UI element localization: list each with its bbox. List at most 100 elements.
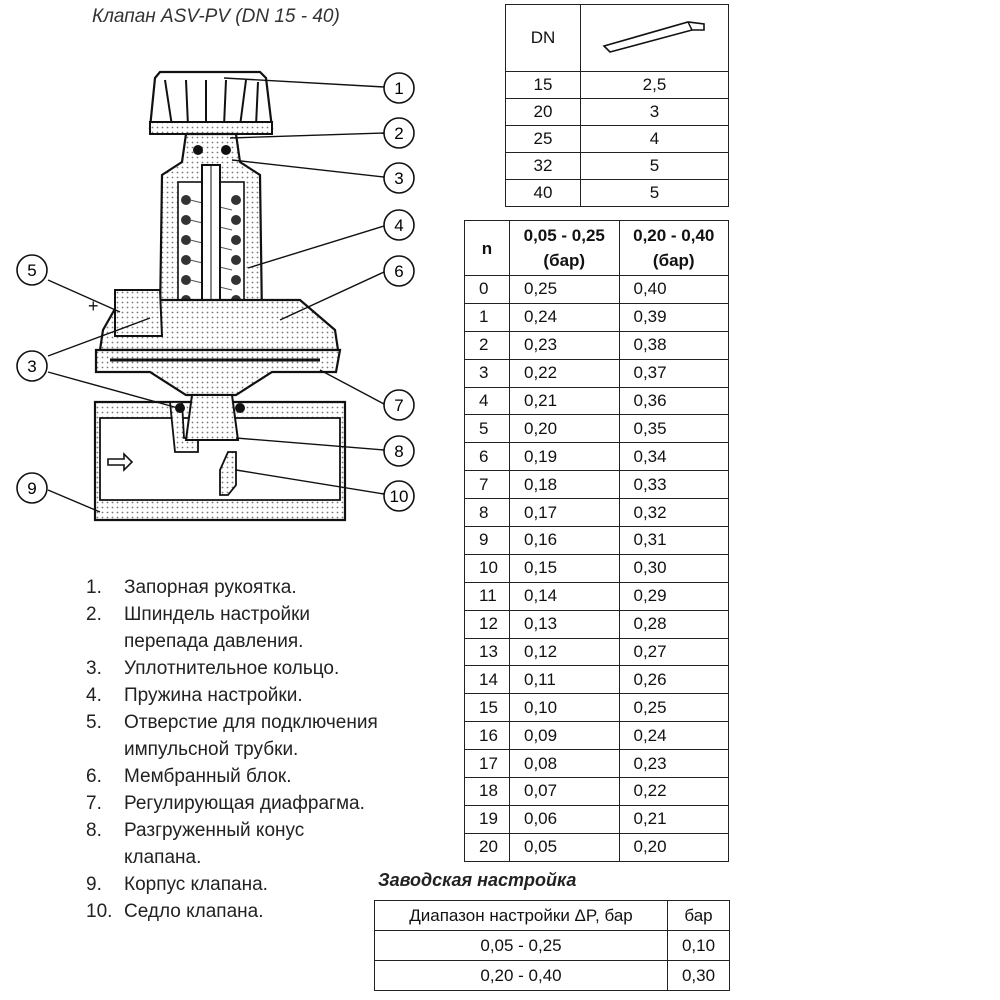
legend-text: Седло клапана. [124, 901, 264, 922]
range2-value: 0,25 [618, 693, 729, 723]
range1-column-header: 0,05 - 0,25 (бар) [509, 220, 620, 276]
legend-text: Корпус клапана. [124, 874, 268, 895]
range1-value: 0,14 [509, 581, 620, 611]
legend-text: Регулирующая диафрагма. [124, 793, 365, 814]
range1-value: 0,17 [509, 498, 620, 528]
legend-number: 5. [86, 712, 102, 733]
range2-value: 0,29 [618, 581, 729, 611]
range2-column-header: 0,20 - 0,40 (бар) [618, 220, 729, 276]
factory-range-value: 0,05 - 0,25 [374, 930, 668, 961]
range2-value: 0,31 [618, 526, 729, 555]
key-size-value: 5 [580, 152, 729, 180]
range1-value: 0,11 [509, 665, 620, 695]
range2-value: 0,39 [618, 302, 729, 332]
n-value: 2 [464, 330, 510, 360]
legend-item: 4.Пружина настройки. [86, 682, 378, 709]
range2-value: 0,40 [618, 275, 729, 304]
range2-value: 0,37 [618, 358, 729, 388]
legend-item: 3.Уплотнительное кольцо. [86, 655, 378, 682]
n-value: 15 [464, 693, 510, 723]
legend-item: 5. Отверстие для подключения импульсной т… [86, 709, 378, 763]
callout-1: 1 [383, 72, 415, 104]
range1-value: 0,07 [509, 777, 620, 806]
factory-range-value: 0,20 - 0,40 [374, 960, 668, 991]
n-value: 3 [464, 358, 510, 388]
callout-8: 8 [383, 435, 415, 467]
legend-text: Мембранный блок. [124, 766, 292, 787]
plus-sign: + [88, 296, 99, 316]
hex-key-icon [580, 4, 729, 72]
range2-value: 0,22 [618, 777, 729, 806]
callout-6: 6 [383, 255, 415, 287]
legend-item: 2.Шпиндель настройки перепада давления. [86, 601, 378, 655]
svg-text:3: 3 [394, 169, 403, 188]
legend-item: 8. Разгруженный конус клапана. [86, 817, 378, 871]
legend-text: Отверстие для подключения импульсной тру… [124, 712, 378, 760]
legend-number: 8. [86, 820, 102, 841]
range2-value: 0,23 [618, 749, 729, 779]
svg-text:2: 2 [394, 124, 403, 143]
factory-range-header: Диапазон настройки ΔP, бар [374, 900, 668, 931]
factory-value-header: бар [667, 900, 730, 931]
legend-text: Пружина настройки. [124, 685, 303, 706]
svg-text:1: 1 [394, 79, 403, 98]
flow-arrow-icon [107, 452, 134, 472]
callout-3-left: 3 [16, 350, 48, 382]
key-size-value: 4 [580, 125, 729, 153]
factory-setting-value: 0,30 [667, 960, 730, 991]
dn-value: 32 [505, 152, 581, 180]
n-value: 7 [464, 470, 510, 500]
n-value: 0 [464, 275, 510, 304]
callout-5: 5 [16, 254, 48, 286]
dn-value: 40 [505, 179, 581, 207]
svg-text:6: 6 [394, 262, 403, 281]
range2-value: 0,26 [618, 665, 729, 695]
range1-value: 0,15 [509, 553, 620, 583]
key-size-value: 2,5 [580, 71, 729, 99]
range2-value: 0,28 [618, 609, 729, 639]
range1-value: 0,24 [509, 302, 620, 332]
factory-setting-table: Диапазон настройки ΔP, бар бар 0,05 - 0,… [374, 900, 730, 991]
dn-header: DN [505, 4, 581, 72]
range1-value: 0,09 [509, 721, 620, 751]
dn-value: 25 [505, 125, 581, 153]
legend-number: 9. [86, 874, 102, 895]
parts-legend: 1.Запорная рукоятка.2.Шпиндель настройки… [86, 574, 378, 925]
valve-cross-section: + 1 2 3 4 5 6 3 7 8 9 10 [16, 70, 415, 522]
svg-text:3: 3 [27, 357, 36, 376]
svg-text:9: 9 [27, 479, 36, 498]
callout-3-top: 3 [383, 162, 415, 194]
n-value: 12 [464, 609, 510, 639]
callout-7: 7 [383, 389, 415, 421]
range1-value: 0,23 [509, 330, 620, 360]
range2-value: 0,35 [618, 414, 729, 444]
n-value: 14 [464, 665, 510, 695]
n-value: 8 [464, 498, 510, 528]
leader-lines [47, 77, 385, 513]
range2-value: 0,36 [618, 386, 729, 416]
range1-value: 0,20 [509, 414, 620, 444]
legend-number: 2. [86, 604, 102, 625]
legend-text: Разгруженный конус клапана. [124, 820, 305, 868]
legend-number: 3. [86, 658, 102, 679]
range1-value: 0,21 [509, 386, 620, 416]
range2-value: 0,34 [618, 442, 729, 472]
range1-value: 0,12 [509, 637, 620, 667]
